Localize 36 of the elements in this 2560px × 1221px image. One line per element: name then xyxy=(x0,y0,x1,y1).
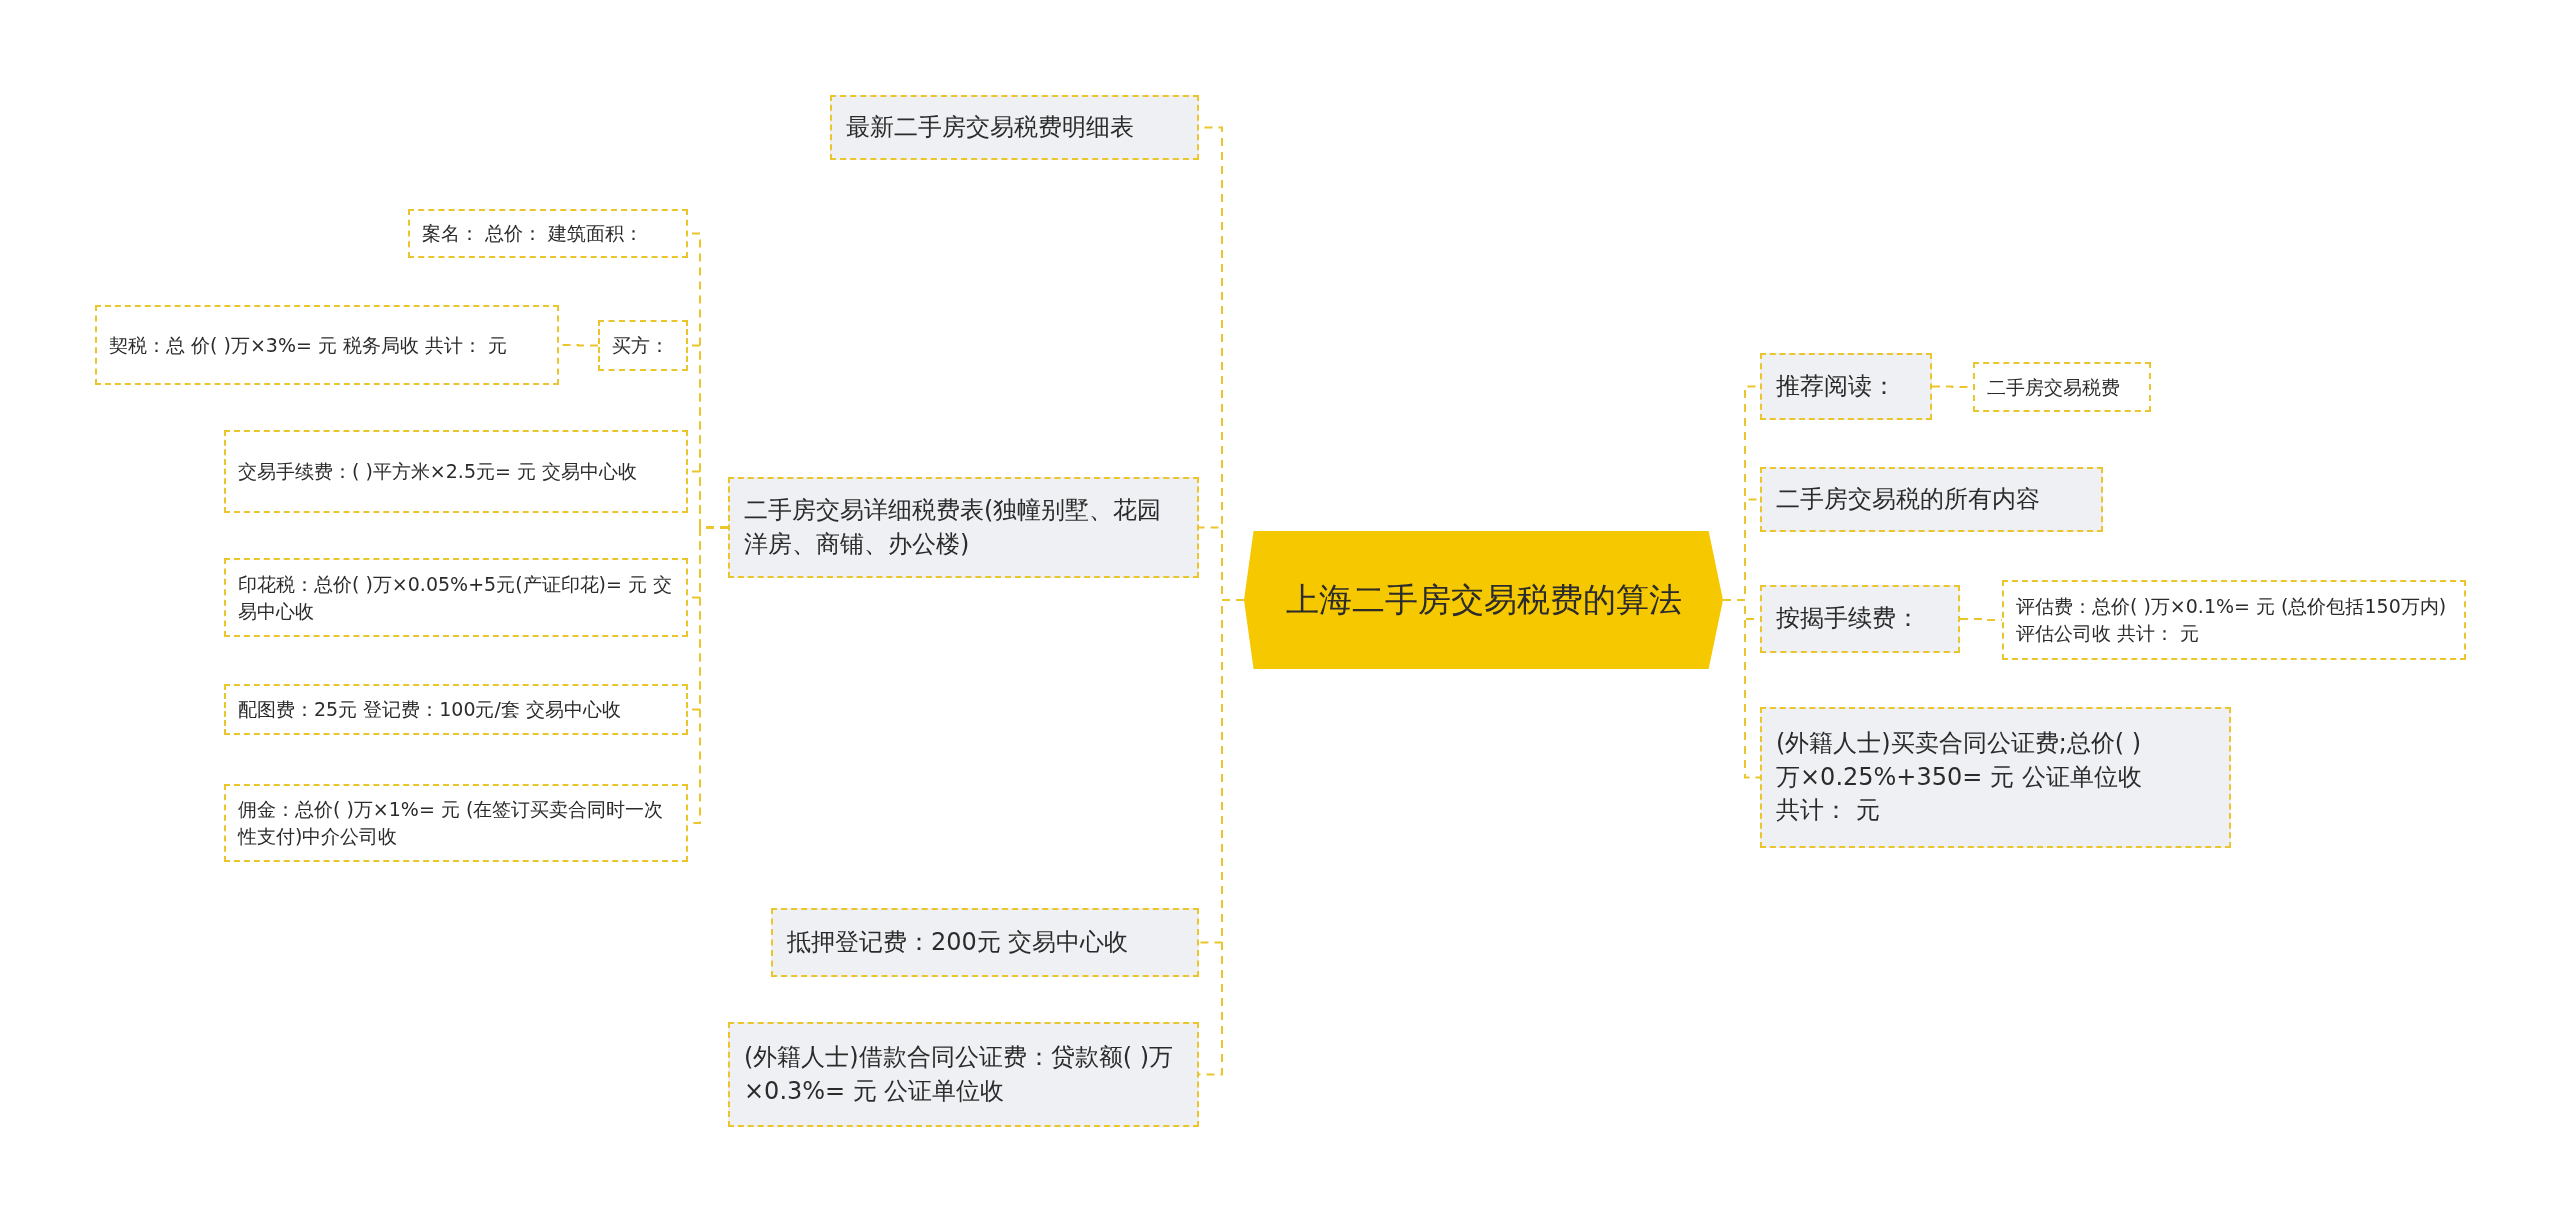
topic-box xyxy=(728,477,1199,578)
topic-box xyxy=(1760,585,1960,653)
topic-text: 推荐阅读： xyxy=(1776,370,1896,402)
connector-line xyxy=(1722,599,1761,779)
central-topic-text: 上海二手房交易税费的算法 xyxy=(1285,578,1682,621)
subtopic-box xyxy=(408,209,688,258)
topic-text: 二手房交易税费 xyxy=(1987,374,2120,400)
topic-text: 印花税：总价( )万×0.05%+5元(产证印花)= 元 交易中心收 xyxy=(238,571,673,624)
topic-text: 抵押登记费：200元 交易中心收 xyxy=(787,926,1129,958)
subtopic-box xyxy=(224,430,688,513)
subtopic-box xyxy=(95,305,559,385)
topic-text: 案名： 总价： 建筑面积： xyxy=(422,221,644,247)
subtopic-box xyxy=(224,558,688,637)
topic-text: 佣金：总价( )万×1%= 元 (在签订买卖合同时一次性支付)中介公司收 xyxy=(238,797,665,849)
topic-text: 契税：总 价( )万×3%= 元 税务局收 共计： 元 xyxy=(109,332,508,358)
topic-box xyxy=(1760,467,2103,532)
topic-text: 评估费：总价( )万×0.1%= 元 (总价包括150万内) 评估公司收 共计： 元 xyxy=(2016,594,2448,646)
topic-box xyxy=(1760,353,1932,420)
subtopic-box xyxy=(224,784,688,862)
topic-text: 二手房交易详细税费表(独幢别墅、花园洋房、商铺、办公楼) xyxy=(744,494,1163,560)
topic-text: 按揭手续费： xyxy=(1776,603,1920,635)
topic-text: 二手房交易税的所有内容 xyxy=(1776,483,2040,515)
topic-text: 配图费：25元 登记费：100元/套 交易中心收 xyxy=(238,697,621,723)
topic-box xyxy=(771,908,1199,977)
topic-text: (外籍人士)借款合同公证费：贷款额( )万×0.3%= 元 公证单位收 xyxy=(744,1041,1175,1107)
topic-box xyxy=(1760,707,2231,848)
subtopic-box xyxy=(2002,580,2466,660)
topic-text: 买方： xyxy=(612,333,669,359)
subtopic-box xyxy=(598,320,688,371)
topic-text: 最新二手房交易税费明细表 xyxy=(846,111,1134,143)
topic-text: 交易手续费：( )平方米×2.5元= 元 交易中心收 xyxy=(238,459,637,485)
topic-text: (外籍人士)买卖合同公证费;总价( )万×0.25%+350= 元 公证单位收共计： 元 xyxy=(1776,728,2143,827)
subtopic-box xyxy=(1973,362,2151,412)
topic-box xyxy=(728,1022,1199,1127)
topic-box xyxy=(830,95,1199,160)
subtopic-box xyxy=(224,684,688,735)
